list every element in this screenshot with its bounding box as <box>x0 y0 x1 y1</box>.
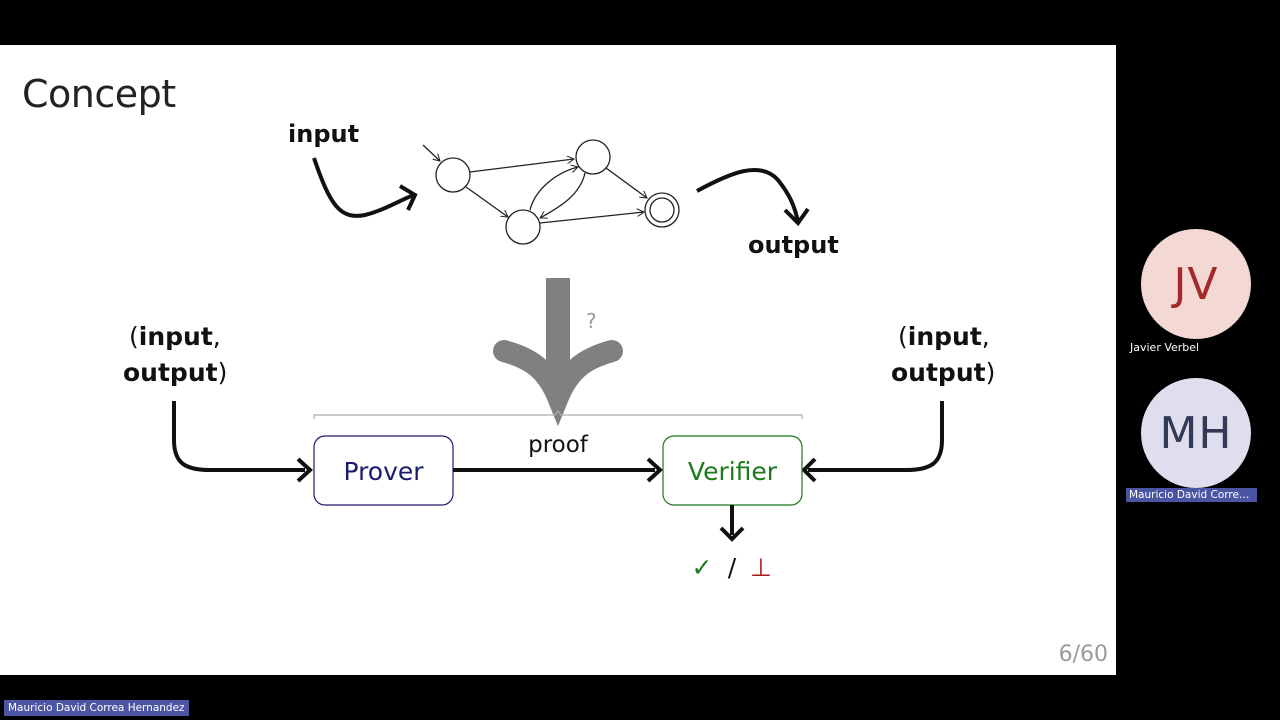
svg-text:(input,: (input, <box>129 322 221 351</box>
active-speaker-label: Mauricio David Correa Hernandez <box>4 700 189 716</box>
question-mark: ? <box>586 309 597 333</box>
slide-diagram: input output ? <box>123 120 995 582</box>
automaton-output-label: output <box>748 231 839 259</box>
right-input-arrow <box>801 401 944 483</box>
avatar-initials: JV <box>1173 258 1219 310</box>
reject-bottom-icon: ⊥ <box>750 553 772 582</box>
start-arrow <box>422 144 440 161</box>
slide-title: Concept <box>22 72 176 116</box>
avatar-initials: MH <box>1159 407 1233 459</box>
automaton-graph <box>422 139 680 245</box>
state-node <box>505 209 541 245</box>
input-curve-arrow <box>312 157 418 218</box>
automaton-input-label: input <box>288 120 359 148</box>
participant-name-label: Mauricio David Correa ... <box>1126 488 1257 502</box>
verifier-label: Verifier <box>688 457 778 486</box>
transition-edge <box>465 186 508 217</box>
left-input-output-pair: (input, output) <box>123 322 227 387</box>
participant-name-label: Javier Verbel <box>1130 341 1200 354</box>
state-node <box>435 157 471 193</box>
right-input-output-pair: (input, output) <box>891 322 995 387</box>
verdict-symbols: ✓ / ⊥ <box>692 553 772 582</box>
state-node <box>575 139 611 175</box>
transition-edge <box>469 159 574 173</box>
participant-avatar-jv[interactable]: JV <box>1141 229 1251 339</box>
verdict-separator: / <box>728 553 737 582</box>
verdict-arrow <box>719 505 745 542</box>
participant-avatar-mh[interactable]: MH <box>1141 378 1251 488</box>
verifier-box: Verifier <box>662 435 803 506</box>
prover-label: Prover <box>343 457 424 486</box>
svg-text:output): output) <box>123 358 227 387</box>
svg-text:output): output) <box>891 358 995 387</box>
presentation-slide: Concept input <box>0 45 1116 675</box>
curly-brace <box>313 410 803 419</box>
transition-edge <box>539 212 644 224</box>
transition-edge <box>529 167 578 211</box>
accept-state-inner-ring <box>649 197 675 223</box>
proof-label: proof <box>528 432 589 458</box>
prover-box: Prover <box>313 435 454 506</box>
slide-page-number: 6/60 <box>1058 642 1108 667</box>
transition-edge <box>605 167 647 198</box>
svg-text:(input,: (input, <box>898 322 990 351</box>
output-curve-arrow <box>696 168 810 227</box>
left-input-arrow <box>172 401 313 483</box>
big-down-arrow <box>493 278 623 427</box>
proof-arrow <box>453 457 663 483</box>
transition-edge <box>540 172 586 218</box>
accept-check-icon: ✓ <box>692 553 713 582</box>
